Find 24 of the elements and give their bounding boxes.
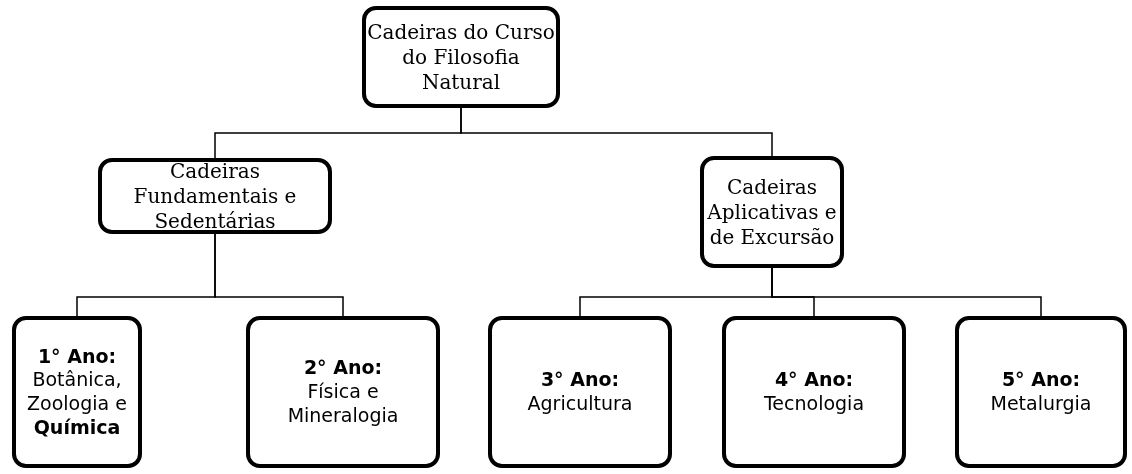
year-heading: 3° Ano:: [540, 368, 620, 392]
subject-text: Física e Mineralogia: [286, 380, 400, 428]
year-box: [955, 316, 1127, 468]
year-box: [246, 316, 440, 468]
category-title: Cadeiras do Curso do Filosofia Natural: [366, 19, 556, 95]
year-box: [12, 316, 142, 468]
subject-text: Tecnologia: [763, 392, 865, 416]
category-box: [98, 158, 332, 234]
category-box: [700, 156, 844, 268]
category-box: [362, 6, 560, 108]
year-heading: 1° Ano:: [37, 344, 117, 369]
subject-text: Agricultura: [527, 392, 633, 416]
connector-line: [460, 107, 773, 157]
connector-line: [214, 233, 344, 317]
subject-text: Botânica, Zoologia e Química: [26, 368, 128, 440]
category-title: Cadeiras Fundamentais e Sedentárias: [132, 158, 298, 234]
year-heading: 2° Ano:: [303, 356, 383, 381]
category-title: Cadeiras Aplicativas e de Excursão: [706, 174, 838, 250]
subject-text: Metalurgia: [990, 392, 1092, 416]
year-box: [722, 316, 906, 468]
year-heading: 5° Ano:: [1001, 368, 1081, 392]
connector-line: [771, 267, 1042, 317]
year-box: [488, 316, 672, 468]
year-heading: 4° Ano:: [774, 368, 854, 392]
